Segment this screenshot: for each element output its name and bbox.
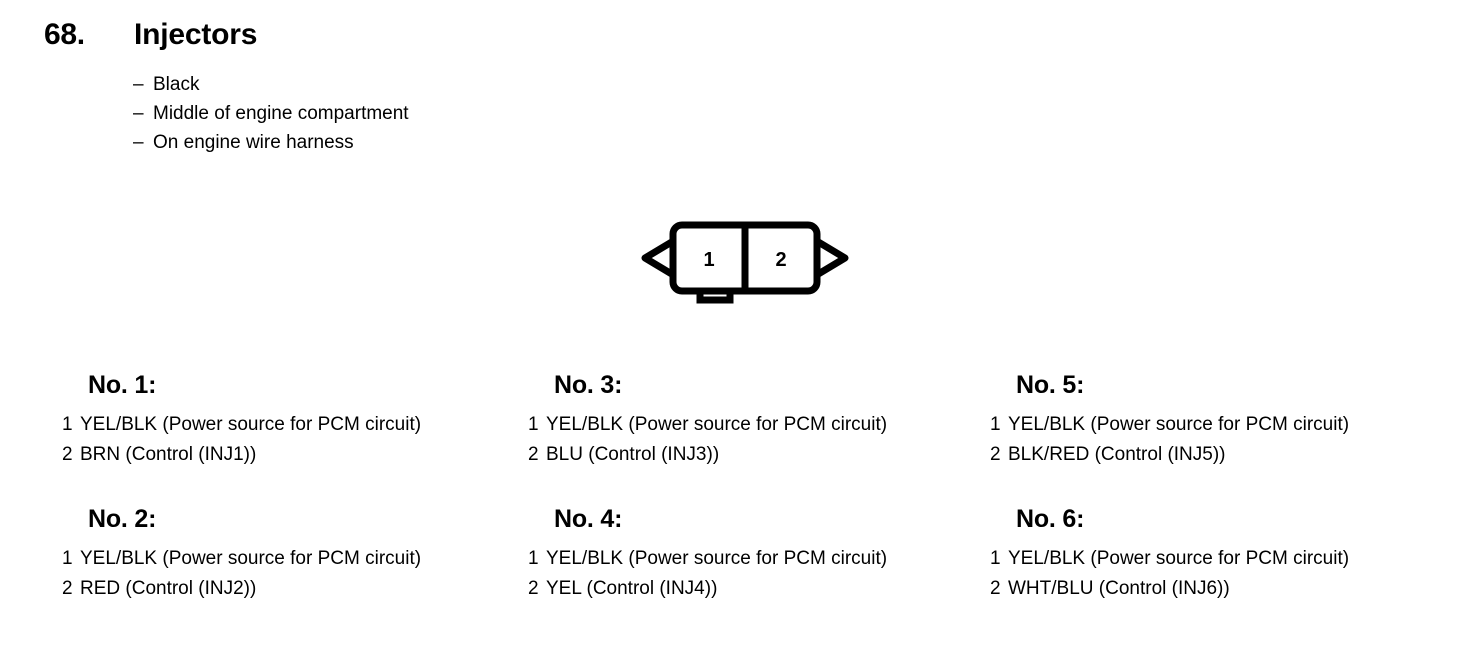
injector-heading: No. 4: bbox=[554, 505, 623, 533]
pin-description: BLU (Control (INJ3)) bbox=[546, 444, 720, 465]
connector-pin-1-label: 1 bbox=[703, 249, 714, 271]
pin-row: 1 YEL/BLK (Power source for PCM circuit) bbox=[62, 544, 421, 574]
pin-description: RED (Control (INJ2)) bbox=[80, 578, 257, 599]
pin-number: 1 bbox=[528, 414, 539, 435]
pin-row: 2 WHT/BLU (Control (INJ6)) bbox=[990, 574, 1349, 604]
pin-description: YEL/BLK (Power source for PCM circuit) bbox=[1008, 548, 1350, 569]
pin-row: 2 BRN (Control (INJ1)) bbox=[62, 440, 421, 470]
injector-heading: No. 5: bbox=[1016, 371, 1085, 399]
pin-description: WHT/BLU (Control (INJ6)) bbox=[1008, 578, 1230, 599]
pin-number: 2 bbox=[62, 444, 73, 465]
injector-block-3: No. 3: 1 YEL/BLK (Power source for PCM c… bbox=[528, 371, 887, 470]
pin-row: 2 RED (Control (INJ2)) bbox=[62, 574, 421, 604]
pin-description: YEL/BLK (Power source for PCM circuit) bbox=[546, 414, 888, 435]
pin-number: 2 bbox=[62, 578, 73, 599]
injector-block-4: No. 4: 1 YEL/BLK (Power source for PCM c… bbox=[528, 505, 887, 604]
pin-row: 1 YEL/BLK (Power source for PCM circuit) bbox=[62, 410, 421, 440]
pin-description: BRN (Control (INJ1)) bbox=[80, 444, 257, 465]
injector-block-5: No. 5: 1 YEL/BLK (Power source for PCM c… bbox=[990, 371, 1349, 470]
list-item: – On engine wire harness bbox=[133, 128, 409, 157]
dash-icon: – bbox=[133, 74, 144, 95]
injector-heading: No. 2: bbox=[88, 505, 157, 533]
pin-number: 2 bbox=[990, 578, 1001, 599]
injector-heading: No. 1: bbox=[88, 371, 157, 399]
pin-number: 1 bbox=[990, 548, 1001, 569]
pin-number: 1 bbox=[528, 548, 539, 569]
pin-description: YEL/BLK (Power source for PCM circuit) bbox=[80, 548, 422, 569]
pin-number: 1 bbox=[990, 414, 1001, 435]
pin-description: YEL/BLK (Power source for PCM circuit) bbox=[546, 548, 888, 569]
pin-number: 2 bbox=[528, 578, 539, 599]
pin-description: YEL (Control (INJ4)) bbox=[546, 578, 718, 599]
pin-description: BLK/RED (Control (INJ5)) bbox=[1008, 444, 1226, 465]
pin-row: 1 YEL/BLK (Power source for PCM circuit) bbox=[990, 410, 1349, 440]
pin-row: 2 YEL (Control (INJ4)) bbox=[528, 574, 887, 604]
list-item: – Middle of engine compartment bbox=[133, 99, 409, 128]
dash-icon: – bbox=[133, 132, 144, 153]
pin-number: 1 bbox=[62, 548, 73, 569]
pin-description: YEL/BLK (Power source for PCM circuit) bbox=[1008, 414, 1350, 435]
injector-block-2: No. 2: 1 YEL/BLK (Power source for PCM c… bbox=[62, 505, 421, 604]
connector-pin-2-label: 2 bbox=[775, 249, 786, 271]
page-title: 68. Injectors bbox=[44, 18, 257, 52]
pin-number: 1 bbox=[62, 414, 73, 435]
connector-diagram: 1 2 bbox=[640, 214, 850, 310]
injector-heading: No. 6: bbox=[1016, 505, 1085, 533]
list-item: – Black bbox=[133, 70, 409, 99]
injector-heading: No. 3: bbox=[554, 371, 623, 399]
list-item-label: On engine wire harness bbox=[153, 132, 354, 153]
injector-block-6: No. 6: 1 YEL/BLK (Power source for PCM c… bbox=[990, 505, 1349, 604]
section-title: Injectors bbox=[134, 18, 258, 51]
section-number: 68. bbox=[44, 18, 85, 51]
pin-row: 2 BLK/RED (Control (INJ5)) bbox=[990, 440, 1349, 470]
connector-svg: 1 2 bbox=[641, 221, 849, 304]
pin-row: 2 BLU (Control (INJ3)) bbox=[528, 440, 887, 470]
connector-attributes-list: – Black – Middle of engine compartment –… bbox=[133, 70, 409, 157]
pin-number: 2 bbox=[528, 444, 539, 465]
pin-description: YEL/BLK (Power source for PCM circuit) bbox=[80, 414, 422, 435]
dash-icon: – bbox=[133, 103, 144, 124]
pin-row: 1 YEL/BLK (Power source for PCM circuit) bbox=[528, 544, 887, 574]
pin-row: 1 YEL/BLK (Power source for PCM circuit) bbox=[528, 410, 887, 440]
pin-number: 2 bbox=[990, 444, 1001, 465]
injector-block-1: No. 1: 1 YEL/BLK (Power source for PCM c… bbox=[62, 371, 421, 470]
list-item-label: Middle of engine compartment bbox=[153, 103, 409, 124]
pin-row: 1 YEL/BLK (Power source for PCM circuit) bbox=[990, 544, 1349, 574]
list-item-label: Black bbox=[153, 74, 200, 95]
